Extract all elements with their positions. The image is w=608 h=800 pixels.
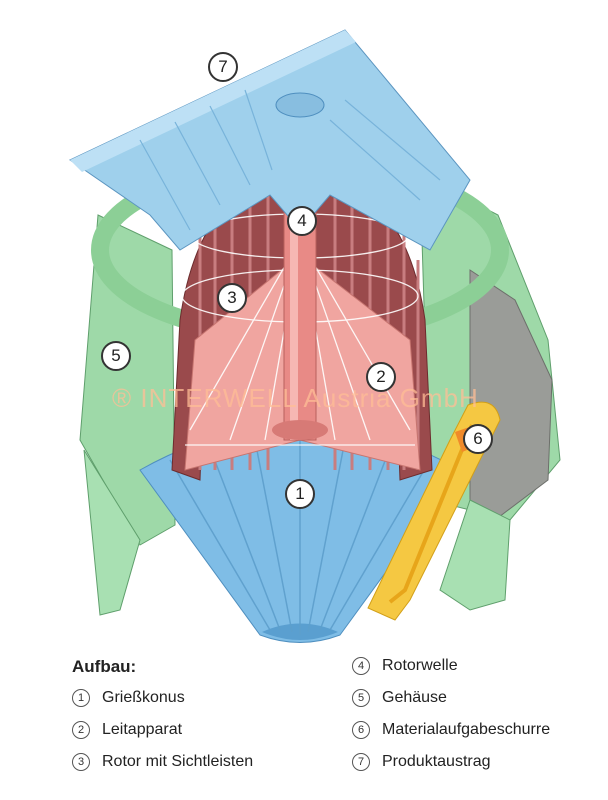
legend-item-4: 4 Rotorwelle [352,657,458,681]
callout-5: 5 [101,341,131,371]
legend-number-2: 2 [72,721,90,739]
callout-3: 3 [217,283,247,313]
housing-right-leg [439,499,511,611]
separator-diagram [69,29,561,643]
housing-gray-shell [469,269,553,521]
legend-number-4: 4 [352,657,370,675]
legend-number-7: 7 [352,753,370,771]
legend-label-5: Gehäuse [382,689,447,706]
legend-number-3: 3 [72,753,90,771]
legend-label-3: Rotor mit Sichtleisten [102,753,254,770]
callout-6: 6 [463,424,493,454]
legend-heading: Aufbau: [72,657,137,676]
housing-left-leg [83,449,141,616]
legend-item-6: 6 Materialaufgabeschurre [352,721,550,745]
legend-label-6: Materialaufgabeschurre [382,721,551,738]
legend-label-7: Produktaustrag [382,753,491,770]
grit-cone-ribs [169,438,431,635]
callout-4: 4 [287,206,317,236]
legend-item-1: 1 Grießkonus [72,689,185,713]
legend-label-2: Leitapparat [102,721,183,738]
legend-item-2: 2 Leitapparat [72,721,182,745]
product-discharge-top [70,30,356,172]
legend-label-4: Rotorwelle [382,657,458,674]
legend-number-1: 1 [72,689,90,707]
watermark-text: ® INTERWELL Austria GmbH [112,383,479,413]
legend-label-1: Grießkonus [102,689,185,706]
rotor-hub [272,420,328,440]
material-feed-chute-inner [388,424,474,604]
callout-7: 7 [208,52,238,82]
shaft-top-bearing [275,92,325,118]
product-discharge-grid [139,89,441,231]
legend-number-5: 5 [352,689,370,707]
callout-2: 2 [366,362,396,392]
legend-item-3: 3 Rotor mit Sichtleisten [72,753,253,777]
callout-1: 1 [285,479,315,509]
rotor-shaft-highlight [290,120,298,440]
legend-number-6: 6 [352,721,370,739]
material-feed-chute [367,401,501,621]
legend-item-5: 5 Gehäuse [352,689,447,713]
legend: Aufbau: 1 Grießkonus 2 Leitapparat 3 Rotor … [0,655,608,795]
legend-item-7: 7 Produktaustrag [352,753,491,777]
